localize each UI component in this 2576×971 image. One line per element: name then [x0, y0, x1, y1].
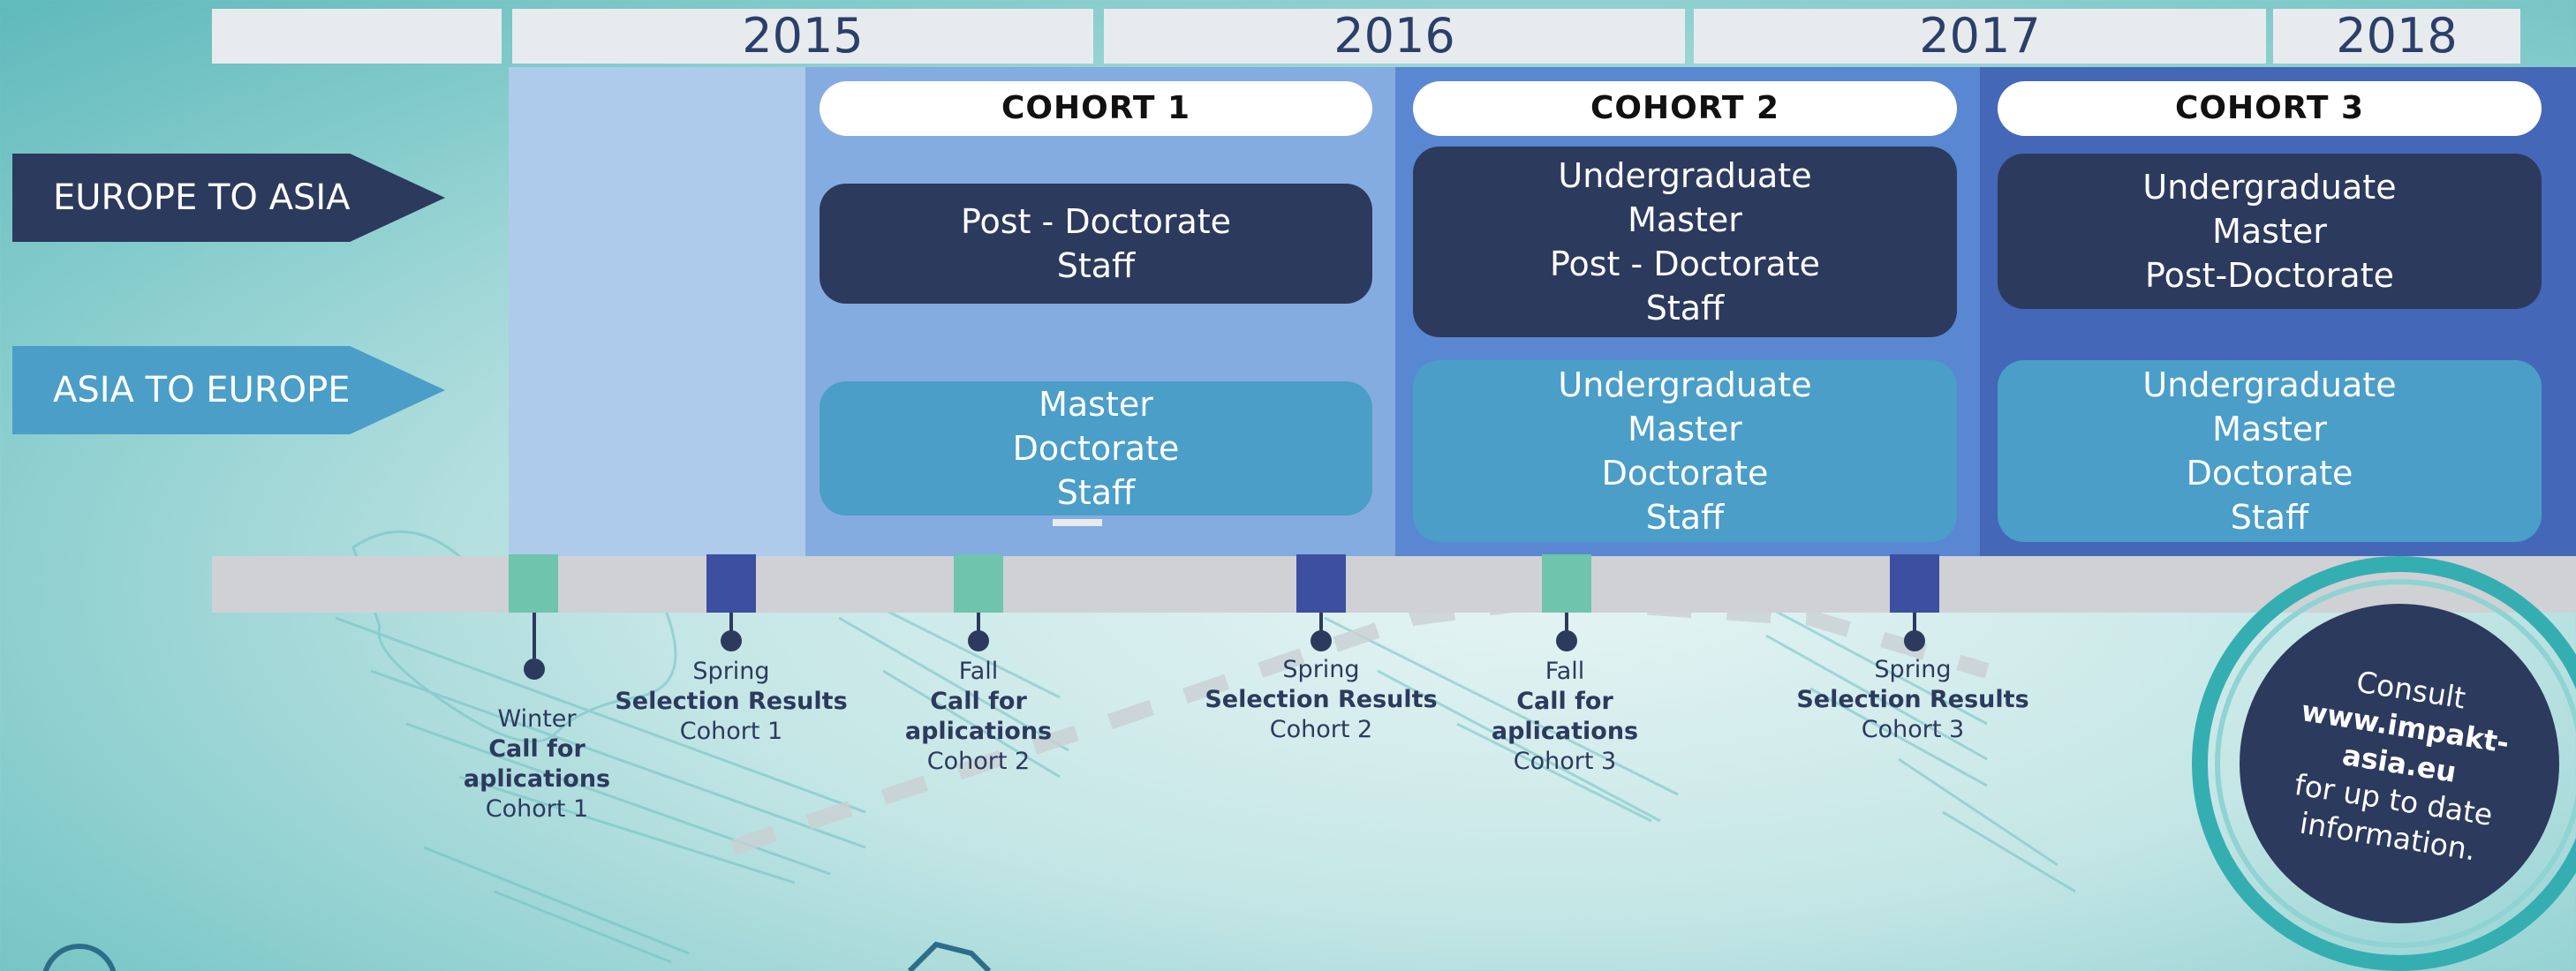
year-2016: 2016 — [1104, 9, 1685, 64]
event-dot — [968, 630, 989, 651]
participant-type: Master — [2212, 212, 2327, 251]
event-stem — [977, 613, 980, 634]
year-2018: 2018 — [2273, 9, 2520, 64]
event-kind: Call for aplications — [1491, 688, 1639, 745]
event-kind: Call for aplications — [463, 735, 611, 793]
event-stem — [1565, 613, 1568, 634]
timeline-marker-fall-call-cohort-3 — [1542, 554, 1591, 613]
divider-mark — [1053, 519, 1102, 526]
participant-type: Staff — [2230, 498, 2309, 537]
event-kind: Selection Results — [615, 688, 848, 715]
event-dot — [1556, 630, 1577, 651]
event-label-fall-call-cohort-2: Fall Call for aplications Cohort 2 — [855, 657, 1102, 777]
cohort-2-asia-to-europe-box: Undergraduate Master Doctorate Staff — [1413, 360, 1957, 542]
event-stem — [1319, 613, 1323, 634]
badge-inner-ring — [2215, 579, 2576, 948]
event-cohort: Cohort 2 — [926, 748, 1031, 775]
event-dot — [524, 659, 545, 680]
participant-type: Post-Doctorate — [2145, 256, 2394, 295]
event-season: Spring — [1874, 656, 1952, 683]
event-label-winter-call-cohort-1: Winter Call for aplications Cohort 1 — [413, 704, 661, 824]
event-kind: Selection Results — [1796, 686, 2029, 713]
event-dot — [721, 630, 742, 651]
event-season: Spring — [1282, 656, 1360, 683]
participant-type: Undergraduate — [2142, 168, 2397, 207]
cohort-1-asia-to-europe-box: Master Doctorate Staff — [820, 381, 1372, 516]
timeline-marker-spring-results-cohort-3 — [1890, 554, 1939, 613]
year-2017: 2017 — [1694, 9, 2266, 64]
participant-type: Staff — [1056, 246, 1136, 285]
event-stem — [533, 613, 536, 659]
event-label-fall-call-cohort-3: Fall Call for aplications Cohort 3 — [1441, 657, 1688, 777]
participant-type: Staff — [1645, 498, 1725, 537]
event-season: Fall — [958, 658, 999, 685]
year-header-blank — [212, 9, 502, 64]
cohort-1-europe-to-asia-box: Post - Doctorate Staff — [820, 184, 1372, 304]
participant-type: Master — [1628, 410, 1742, 448]
cohort-2-europe-to-asia-box: Undergraduate Master Post - Doctorate St… — [1413, 147, 1957, 337]
year-2015: 2015 — [512, 9, 1093, 64]
event-label-spring-results-cohort-2: Spring Selection Results Cohort 2 — [1197, 655, 1445, 745]
event-dot — [1904, 630, 1925, 651]
timeline-marker-fall-call-cohort-2 — [954, 554, 1003, 613]
cohort-3-europe-to-asia-box: Undergraduate Master Post-Doctorate — [1998, 154, 2542, 309]
event-label-spring-results-cohort-1: Spring Selection Results Cohort 1 — [608, 657, 855, 747]
event-season: Spring — [692, 658, 770, 685]
event-kind: Call for aplications — [904, 688, 1053, 745]
participant-type: Post - Doctorate — [1549, 245, 1821, 283]
participant-type: Staff — [1645, 289, 1725, 327]
timeline-marker-winter-call-cohort-1 — [509, 554, 558, 613]
consult-badge — [2240, 604, 2559, 923]
participant-type: Master — [1039, 385, 1153, 424]
event-cohort: Cohort 1 — [679, 718, 783, 745]
participant-type: Staff — [1056, 473, 1136, 512]
cohort-1-title: COHORT 1 — [820, 81, 1372, 136]
event-stem — [1913, 613, 1916, 634]
event-stem — [729, 613, 733, 634]
row-label-europe-to-asia: EUROPE TO ASIA — [12, 154, 445, 242]
participant-type: Master — [1628, 200, 1742, 239]
cohort-3-asia-to-europe-box: Undergraduate Master Doctorate Staff — [1998, 360, 2542, 542]
event-kind: Selection Results — [1205, 686, 1438, 713]
participant-type: Undergraduate — [1558, 156, 1812, 195]
cohort-3-title: COHORT 3 — [1998, 81, 2542, 136]
event-label-spring-results-cohort-3: Spring Selection Results Cohort 3 — [1789, 655, 2036, 745]
timeline-marker-spring-results-cohort-1 — [706, 554, 756, 613]
event-cohort: Cohort 3 — [1861, 716, 1965, 743]
participant-type: Undergraduate — [2142, 365, 2397, 404]
timeline-bar — [212, 556, 2576, 613]
event-season: Winter — [497, 705, 577, 733]
event-cohort: Cohort 3 — [1513, 748, 1617, 775]
event-dot — [1311, 630, 1332, 651]
row-label-asia-to-europe: ASIA TO EUROPE — [12, 346, 445, 434]
participant-type: Doctorate — [2186, 454, 2353, 493]
event-cohort: Cohort 2 — [1269, 716, 1373, 743]
participant-type: Master — [2212, 410, 2327, 448]
consult-badge-text: Consult www.impakt-asia.eu for up to dat… — [2217, 581, 2576, 946]
cohort-2-title: COHORT 2 — [1413, 81, 1957, 136]
event-cohort: Cohort 1 — [485, 795, 589, 823]
participant-type: Undergraduate — [1558, 365, 1812, 404]
participant-type: Post - Doctorate — [960, 202, 1232, 241]
participant-type: Doctorate — [1601, 454, 1769, 493]
event-season: Fall — [1545, 658, 1585, 685]
band-early-2015 — [509, 67, 805, 557]
participant-type: Doctorate — [1012, 429, 1180, 468]
timeline-marker-spring-results-cohort-2 — [1296, 554, 1346, 613]
